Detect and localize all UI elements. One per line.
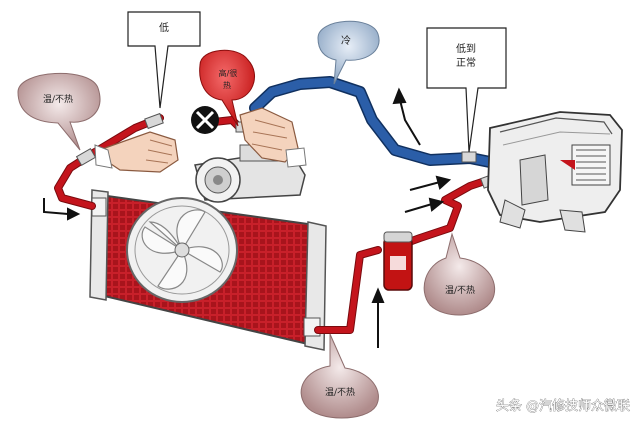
service-valve-icon — [191, 106, 219, 134]
watermark-text: 头条 @汽修技师众微联 — [496, 398, 630, 414]
watermark: 头条 @汽修技师众微联 — [496, 398, 631, 415]
label-high-hot: 热 — [223, 80, 231, 90]
callout-warm-right: 温/不热 — [423, 232, 496, 316]
label-low-to-normal-2: 正常 — [456, 56, 476, 69]
label-cold: 冷 — [341, 34, 351, 47]
callout-high-hot: 高/很 热 — [199, 49, 256, 127]
flow-arrows — [43, 87, 452, 348]
callout-low: 低 — [127, 11, 201, 109]
label-warm-right: 温/不热 — [445, 284, 475, 296]
callout-low-to-normal: 低到 正常 — [426, 27, 507, 153]
label-low-to-normal-1: 低到 — [456, 42, 476, 55]
label-warm-left: 温/不热 — [43, 93, 73, 105]
label-high: 高/很 — [219, 68, 238, 78]
refrigerant-lines — [54, 76, 496, 334]
label-warm-bottom: 温/不热 — [325, 386, 355, 398]
evaporator-unit — [487, 111, 623, 233]
callout-warm-bottom: 温/不热 — [300, 333, 379, 419]
condenser-fan — [126, 197, 238, 303]
label-low: 低 — [159, 21, 169, 34]
hand-left-icon — [94, 131, 179, 173]
hand-right-icon — [239, 107, 307, 168]
callout-cold: 冷 — [317, 20, 380, 85]
callout-warm-left: 温/不热 — [17, 72, 101, 151]
receiver-drier — [383, 231, 413, 291]
